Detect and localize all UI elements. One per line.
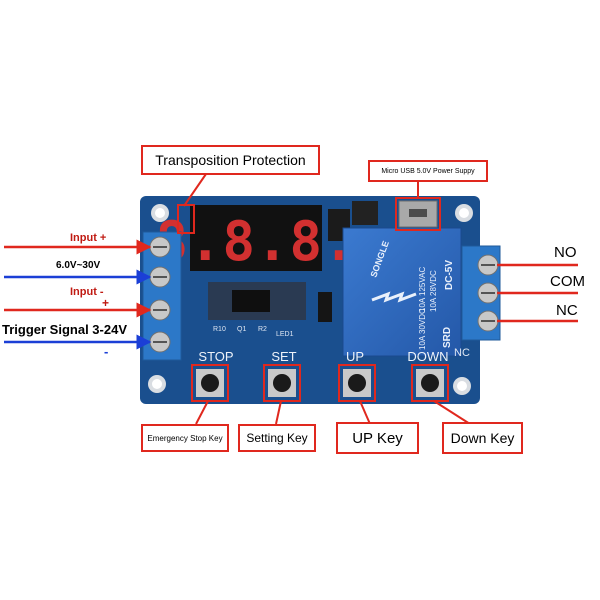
button-label-stop: STOP bbox=[198, 349, 233, 364]
callout-micro-usb: Micro USB 5.0V Power Suppy bbox=[368, 160, 488, 182]
set-push-button bbox=[263, 364, 301, 402]
label-voltage: 6.0V~30V bbox=[56, 260, 101, 271]
label-trigger: Trigger Signal 3-24V bbox=[2, 322, 127, 337]
relay-text-1: 10A 125VAC bbox=[418, 267, 427, 312]
callout-transposition-protection: Transposition Protection bbox=[141, 145, 320, 175]
label-no: NO bbox=[554, 244, 577, 261]
button-label-set: SET bbox=[271, 349, 296, 364]
label-minus-sign: - bbox=[104, 344, 108, 359]
silk-led1: LED1 bbox=[276, 331, 294, 338]
chip-area bbox=[208, 282, 332, 322]
relay-text-3: 10A 30VDC bbox=[418, 308, 427, 350]
mounting-holes bbox=[148, 204, 473, 395]
silk-q1: Q1 bbox=[237, 326, 246, 333]
label-plus-sign: + bbox=[102, 296, 109, 310]
up-push-button bbox=[338, 364, 376, 402]
relay-text-5: SRD bbox=[442, 327, 453, 348]
callout-up-key: UP Key bbox=[336, 422, 419, 454]
relay: SONGLE 10A 125VAC 10A 28VDC 10A 30VDC DC… bbox=[342, 227, 462, 357]
callout-setting-key: Setting Key bbox=[238, 424, 316, 452]
callout-emergency-stop-key: Emergency Stop Key bbox=[141, 424, 229, 452]
button-label-up: UP bbox=[346, 349, 364, 364]
display-digits: 8.8.8. bbox=[155, 210, 356, 273]
relay-text-2: 10A 28VDC bbox=[429, 270, 438, 312]
label-nc: NC bbox=[556, 302, 578, 319]
silk-nc: NC bbox=[454, 347, 470, 359]
silk-r10: R10 bbox=[213, 326, 226, 333]
stop-push-button bbox=[191, 364, 229, 402]
micro-usb-port bbox=[398, 200, 438, 228]
relay-top-block bbox=[352, 201, 378, 225]
callout-down-key: Down Key bbox=[442, 422, 523, 454]
label-input-minus: Input - bbox=[70, 286, 104, 298]
silk-r2: R2 bbox=[258, 326, 267, 333]
down-push-button bbox=[411, 364, 449, 402]
button-label-down: DOWN bbox=[407, 349, 448, 364]
label-com: COM bbox=[550, 273, 585, 290]
seven-segment-display: 8.8.8. bbox=[155, 205, 356, 273]
leader-lines bbox=[183, 173, 471, 425]
relay-text-4: DC-5V bbox=[444, 260, 455, 290]
right-terminal-block bbox=[461, 245, 501, 341]
transposition-highlight bbox=[177, 204, 195, 234]
label-input-plus: Input + bbox=[70, 232, 106, 244]
